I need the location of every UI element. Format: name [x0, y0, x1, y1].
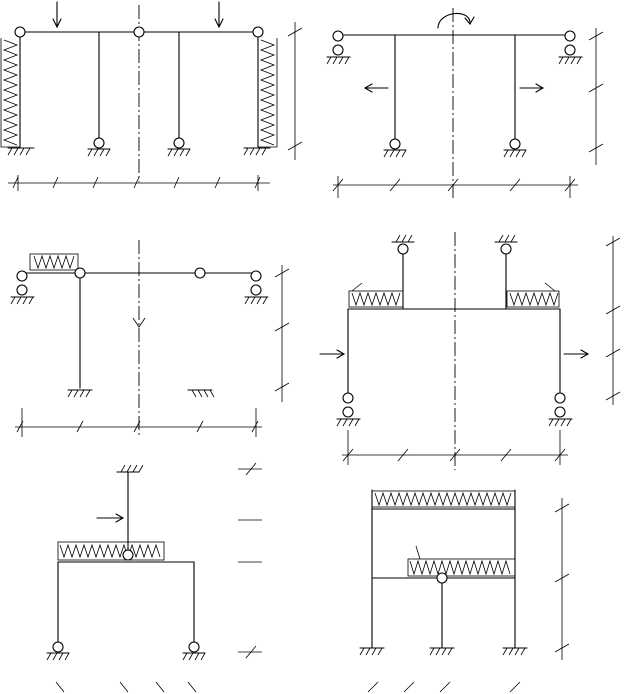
scheme-4-distributed-load-right: [506, 282, 560, 308]
scheme-5-dimension-marks: [238, 462, 262, 659]
scheme-2-roller-support-right: [558, 30, 583, 65]
scheme-5-bottom-ticks: [55, 681, 197, 693]
scheme-3-hinge-beam: [194, 267, 206, 279]
scheme-2-applied-moment: [437, 12, 475, 29]
scheme-5-top-support: [116, 464, 144, 473]
scheme-4: [319, 232, 621, 470]
scheme-5-pinned-support-left: [46, 641, 70, 661]
scheme-3-mark: [132, 317, 146, 328]
scheme-6-bottom-ticks: [367, 681, 521, 693]
scheme-3-dimension-vertical: [274, 265, 290, 402]
scheme-2-dimension-vertical: [588, 28, 604, 165]
scheme-3-fixed-support: [67, 389, 93, 398]
scheme-2-dimension-horizontal: [332, 176, 578, 198]
scheme-1-hinge-right: [252, 26, 264, 38]
scheme-4-roller-support-right: [548, 392, 573, 427]
scheme-5-hinge: [122, 549, 134, 561]
scheme-3-dimension-horizontal: [15, 408, 262, 437]
scheme-3: [10, 240, 290, 438]
scheme-1-wind-load-left: [0, 38, 20, 148]
scheme-2-pinned-support-right: [503, 138, 527, 158]
scheme-3-ground-mark: [187, 389, 215, 398]
scheme-6-top-distributed-load: [371, 490, 516, 508]
scheme-1-wind-load-right: [258, 38, 278, 148]
scheme-1-hinge-center: [133, 26, 145, 38]
scheme-1-fixed-support-left: [7, 147, 35, 156]
scheme-2-force-right: [519, 83, 545, 93]
scheme-6-hinge: [436, 572, 448, 584]
scheme-4-roller-support-left: [336, 392, 361, 427]
scheme-6: [359, 489, 570, 693]
scheme-1-hinge-left: [14, 26, 26, 38]
scheme-1-point-load-right: [214, 1, 224, 29]
scheme-6-fixed-support-middle: [429, 647, 455, 656]
scheme-6-dimension-vertical: [554, 498, 570, 660]
scheme-5: [46, 462, 262, 693]
scheme-1-pinned-support-left: [87, 137, 111, 157]
scheme-1-point-load-left: [52, 1, 62, 29]
scheme-3-roller-support-right: [244, 270, 269, 305]
scheme-2-force-left: [363, 83, 389, 93]
scheme-3-hinge-column-top: [74, 267, 86, 279]
scheme-4-dimension-horizontal: [342, 430, 568, 465]
scheme-2: [326, 8, 604, 198]
scheme-1-pinned-support-right: [167, 137, 191, 157]
scheme-5-distributed-load: [57, 541, 165, 561]
scheme-5-pinned-support-right: [182, 641, 206, 661]
scheme-1: [0, 1, 303, 191]
scheme-4-distributed-load-left: [348, 282, 404, 308]
scheme-6-fixed-support-left: [359, 647, 385, 656]
scheme-2-roller-support-left: [326, 30, 351, 65]
scheme-6-lower-distributed-load: [407, 545, 516, 577]
scheme-1-fixed-support-right: [243, 147, 271, 156]
scheme-4-dimension-vertical: [605, 236, 621, 405]
scheme-4-force-right: [563, 349, 590, 359]
scheme-5-force: [96, 513, 125, 523]
scheme-4-hanging-support-right: [494, 234, 518, 255]
scheme-2-pinned-support-left: [383, 138, 407, 158]
scheme-3-distributed-load: [29, 253, 79, 271]
scheme-1-dimension-vertical: [287, 22, 303, 160]
scheme-4-hanging-support-left: [391, 234, 415, 255]
scheme-6-fixed-support-right: [502, 647, 528, 656]
scheme-4-force-left: [319, 349, 346, 359]
scheme-3-roller-support-left: [10, 270, 35, 305]
scheme-1-dimension-horizontal: [8, 175, 270, 191]
